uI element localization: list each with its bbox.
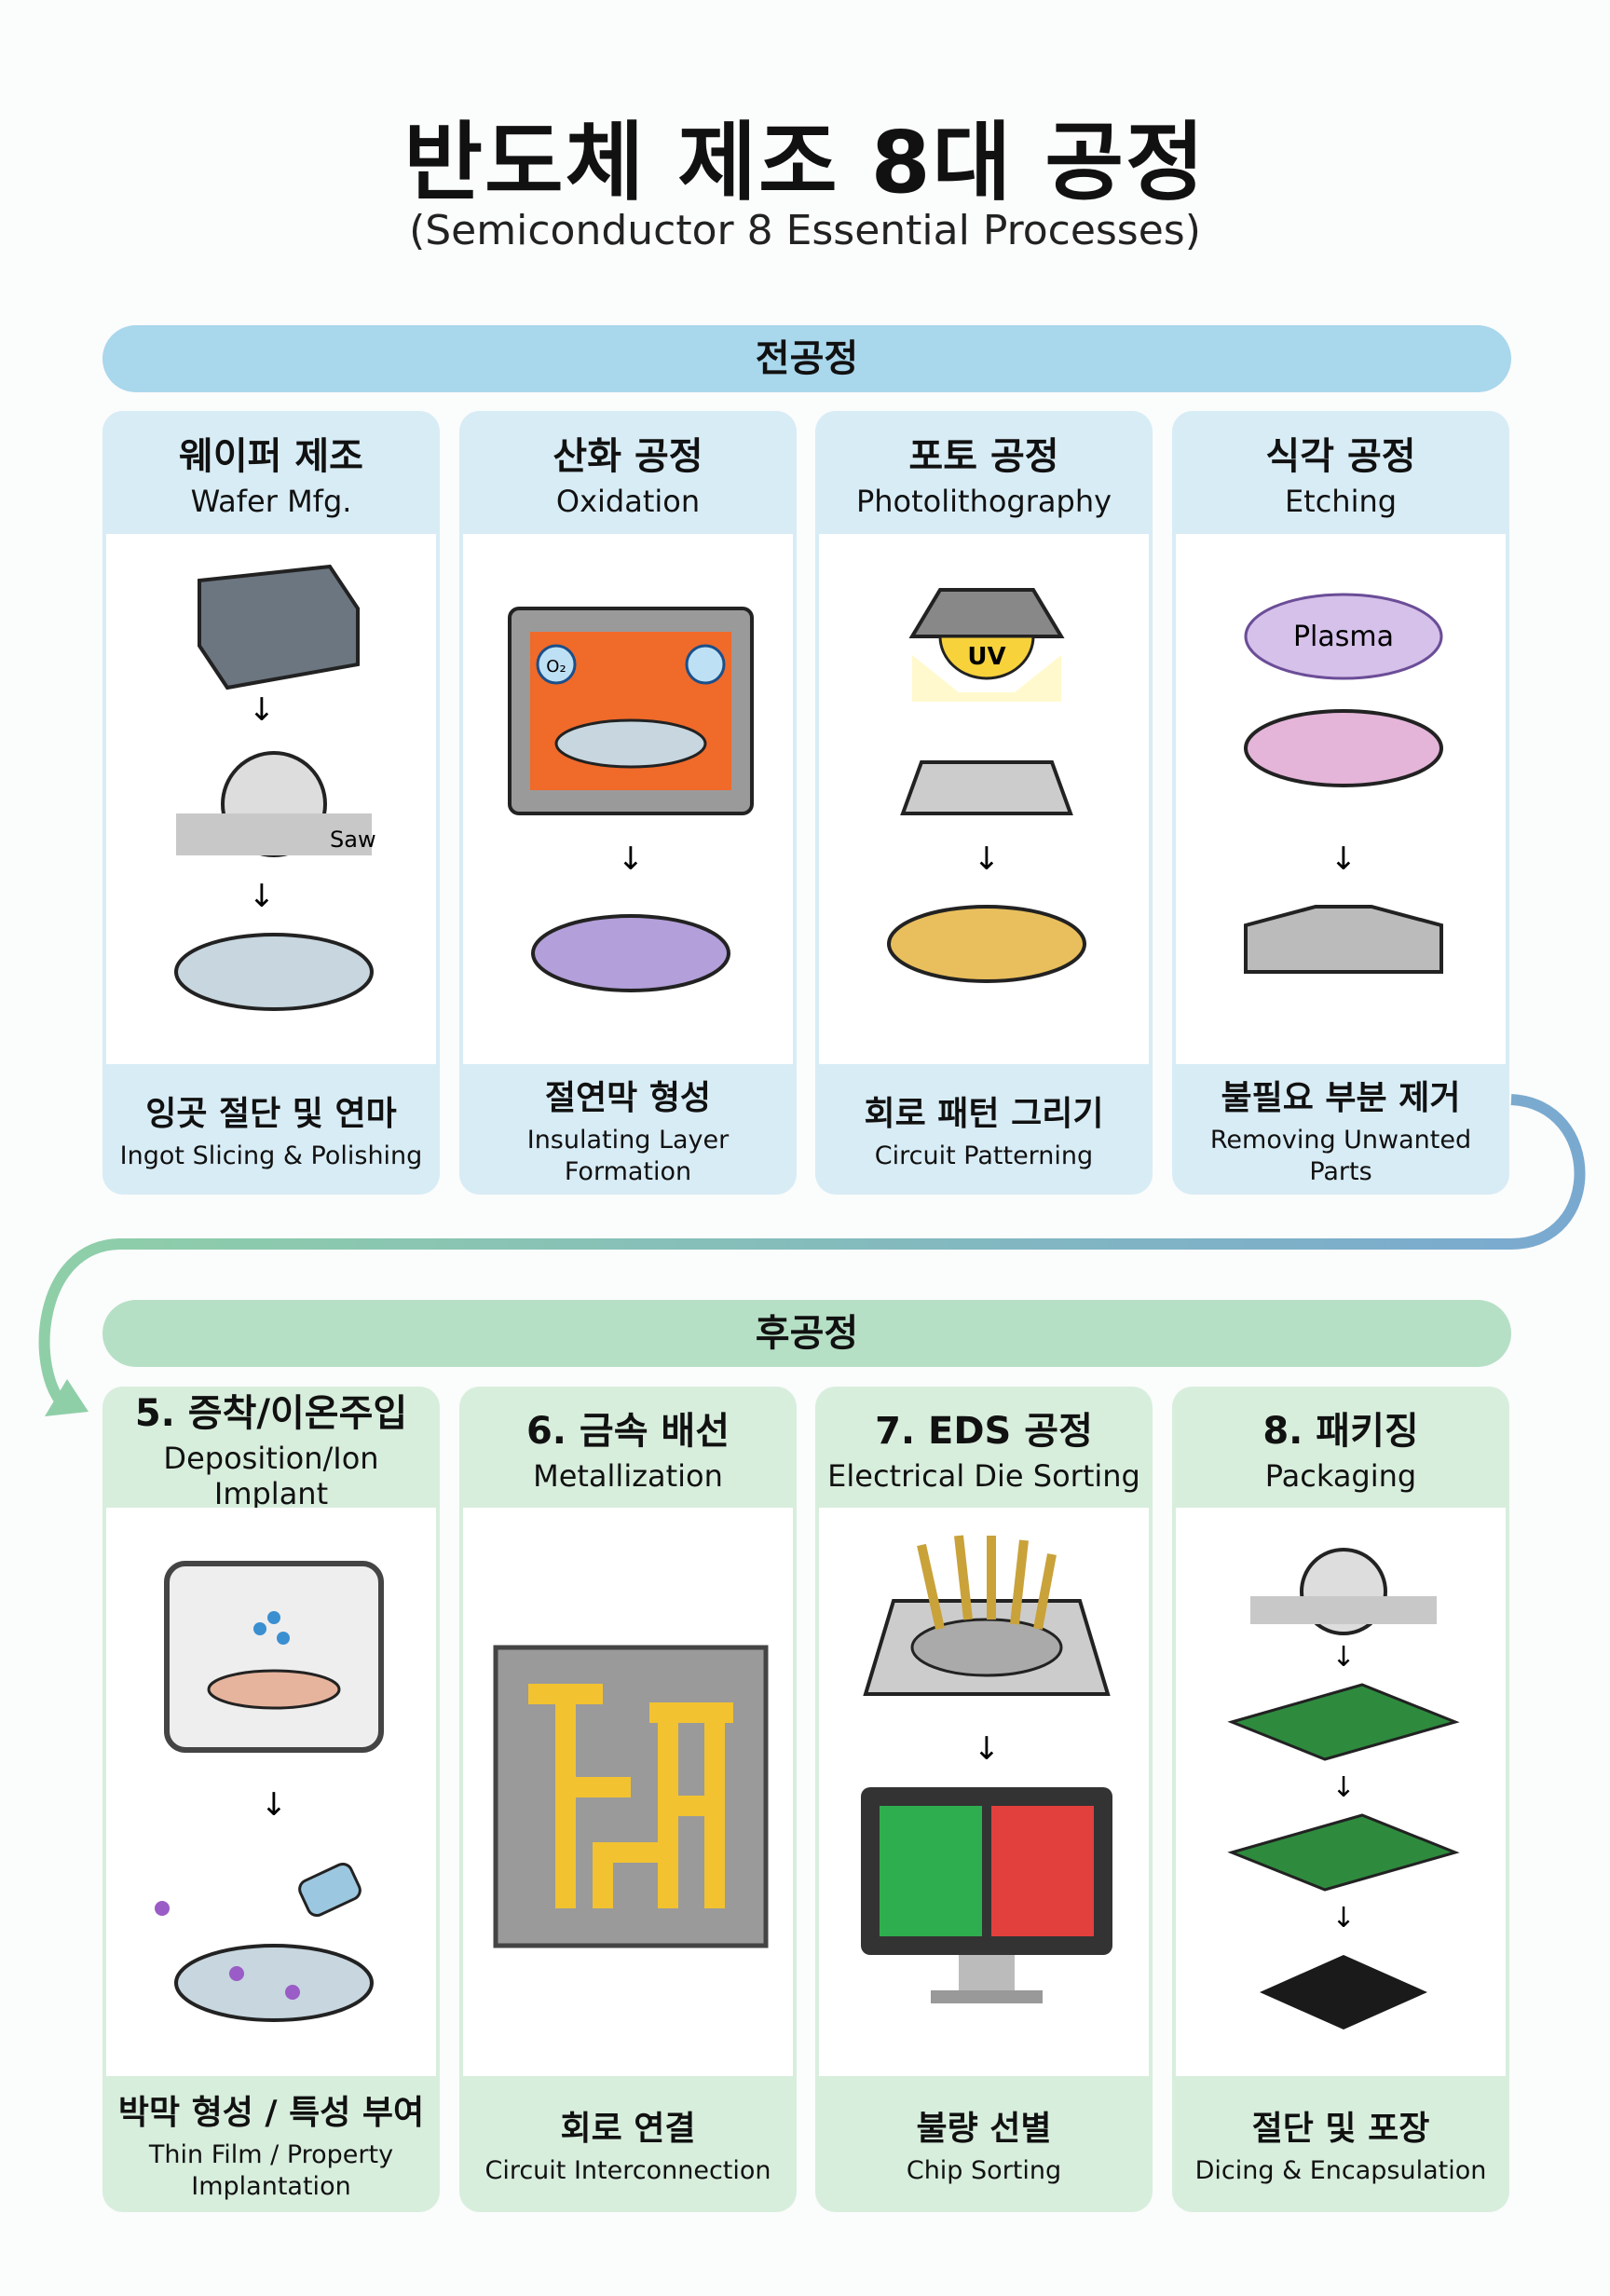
step-subtitle: Wafer Mfg. [190,484,352,519]
step-desc-en: Removing Unwanted Parts [1209,1126,1472,1186]
uv-lamp-icon [908,588,1065,638]
step-subtitle: Electrical Die Sorting [827,1458,1140,1494]
step-title: 6. 금속 배선 [525,1410,730,1453]
plasma-cloud-icon [1244,593,1443,680]
step-card-wafer: 웨이퍼 제조 Wafer Mfg. ↓ Saw ↓ 잉곳 절단 및 연마 Ingot… [102,411,440,1195]
wafer-icon [174,933,374,1011]
wafer-illustration: ↓ Saw ↓ [174,564,376,1011]
svg-text:O₂: O₂ [546,657,566,676]
svg-text:↓: ↓ [1331,1902,1355,1934]
oxidized-wafer-icon [531,914,730,992]
step-title: 8. 패키징 [1262,1410,1419,1453]
step-desc-en: Chip Sorting [906,2156,1062,2186]
wire-bond-icon [1227,1813,1460,1892]
step-desc: 불량 선별 [916,2110,1052,2149]
svg-text:↓: ↓ [974,840,1001,878]
pcb-icon [1227,1683,1460,1761]
plasma-label: Plasma [1293,621,1394,653]
eds-illustration: ↓ [861,1535,1112,2003]
ingot-icon [198,564,360,690]
step-subtitle: Packaging [1264,1458,1417,1494]
step-subtitle: Photolithography [855,484,1112,519]
svg-text:↓: ↓ [1331,1771,1355,1804]
step-title: 식각 공정 [1265,435,1416,478]
uv-label: UV [967,643,1005,671]
front-end-banner: 전공정 [102,325,1511,392]
step-desc: 회로 연결 [560,2110,696,2149]
step-desc-en: Circuit Interconnection [484,2156,771,2186]
step-title: 7. EDS 공정 [875,1410,1093,1453]
step-title: 웨이퍼 제조 [179,435,363,478]
patterned-wafer-icon [887,905,1086,983]
svg-text:↓: ↓ [249,691,276,729]
photo-illustration: UV ↓ [887,588,1086,983]
step-title: 포토 공정 [908,435,1059,478]
step-subtitle: Etching [1284,484,1398,519]
step-desc: 절연막 형성 [544,1079,712,1118]
packaging-illustration: ↓ ↓ ↓ [1227,1548,1460,2030]
step-card-photo: 포토 공정 Photolithography UV ↓ 회로 패턴 그리기 Circ… [815,411,1153,1195]
step-card-eds: 7. EDS 공정 Electrical Die Sorting ↓ 불량 선별 C… [815,1387,1153,2212]
back-end-banner: 후공정 [102,1300,1511,1367]
etching-illustration: Plasma ↓ [1244,593,1443,974]
step-subtitle: Metallization [533,1458,723,1494]
svg-text:↓: ↓ [261,1786,288,1824]
step-card-metallization: 6. 금속 배선 Metallization 회로 연결 Circuit Inter… [459,1387,797,2212]
mask-icon [900,760,1073,815]
step-card-oxidation: 산화 공정 Oxidation O₂ ↓ 절연막 형성 Insulating Lay… [459,411,797,1195]
step-subtitle: Deposition/Ion Implant [163,1441,379,1511]
deposition-illustration: ↓ [155,1561,384,2022]
step-desc-en: Circuit Patterning [874,1141,1094,1171]
step-desc: 불필요 부분 제거 [1221,1079,1461,1118]
svg-text:↓: ↓ [1330,840,1358,878]
oxidation-illustration: O₂ ↓ [508,607,754,992]
step-desc: 절단 및 포장 [1251,2110,1430,2149]
svg-text:↓: ↓ [1331,1641,1355,1674]
svg-text:↓: ↓ [249,878,276,915]
ion-wafer-icon [174,1944,374,2022]
saw-label: Saw [330,827,376,853]
chamber-icon [164,1561,384,1753]
step-desc: 박막 형성 / 특성 부여 [117,2094,425,2133]
step-desc-en: Ingot Slicing & Polishing [119,1141,423,1171]
metallization-illustration [493,1645,769,1948]
svg-text:↓: ↓ [618,840,645,878]
svg-text:↓: ↓ [974,1730,1001,1768]
page-subtitle: (Semiconductor 8 Essential Processes) [409,207,1201,254]
step-desc: 회로 패턴 그리기 [864,1095,1104,1134]
step-card-packaging: 8. 패키징 Packaging ↓ ↓ ↓ 절단 및 포장 Dicing & En… [1172,1387,1509,2212]
step-card-etching: 식각 공정 Etching Plasma ↓ 불필요 부분 제거 Removing … [1172,411,1509,1195]
step-title: 산화 공정 [553,435,703,478]
etched-wafer-icon [1244,905,1443,974]
step-desc: 잉곳 절단 및 연마 [145,1095,397,1134]
page-title: 반도체 제조 8대 공정 [403,113,1207,212]
step-subtitle: Oxidation [555,484,701,519]
step-desc-en: Dicing & Encapsulation [1194,2156,1487,2186]
step-title: 5. 증착/이온주입 [134,1392,408,1435]
step-desc-en: Insulating Layer Formation [526,1126,730,1186]
chip-package-icon [1260,1955,1427,2030]
ion-gun-icon [298,1862,362,1918]
step-card-deposition: 5. 증착/이온주입 Deposition/Ion Implant ↓ 박막 형성… [102,1387,440,2212]
step-desc-en: Thin Film / Property Implantation [148,2140,394,2201]
